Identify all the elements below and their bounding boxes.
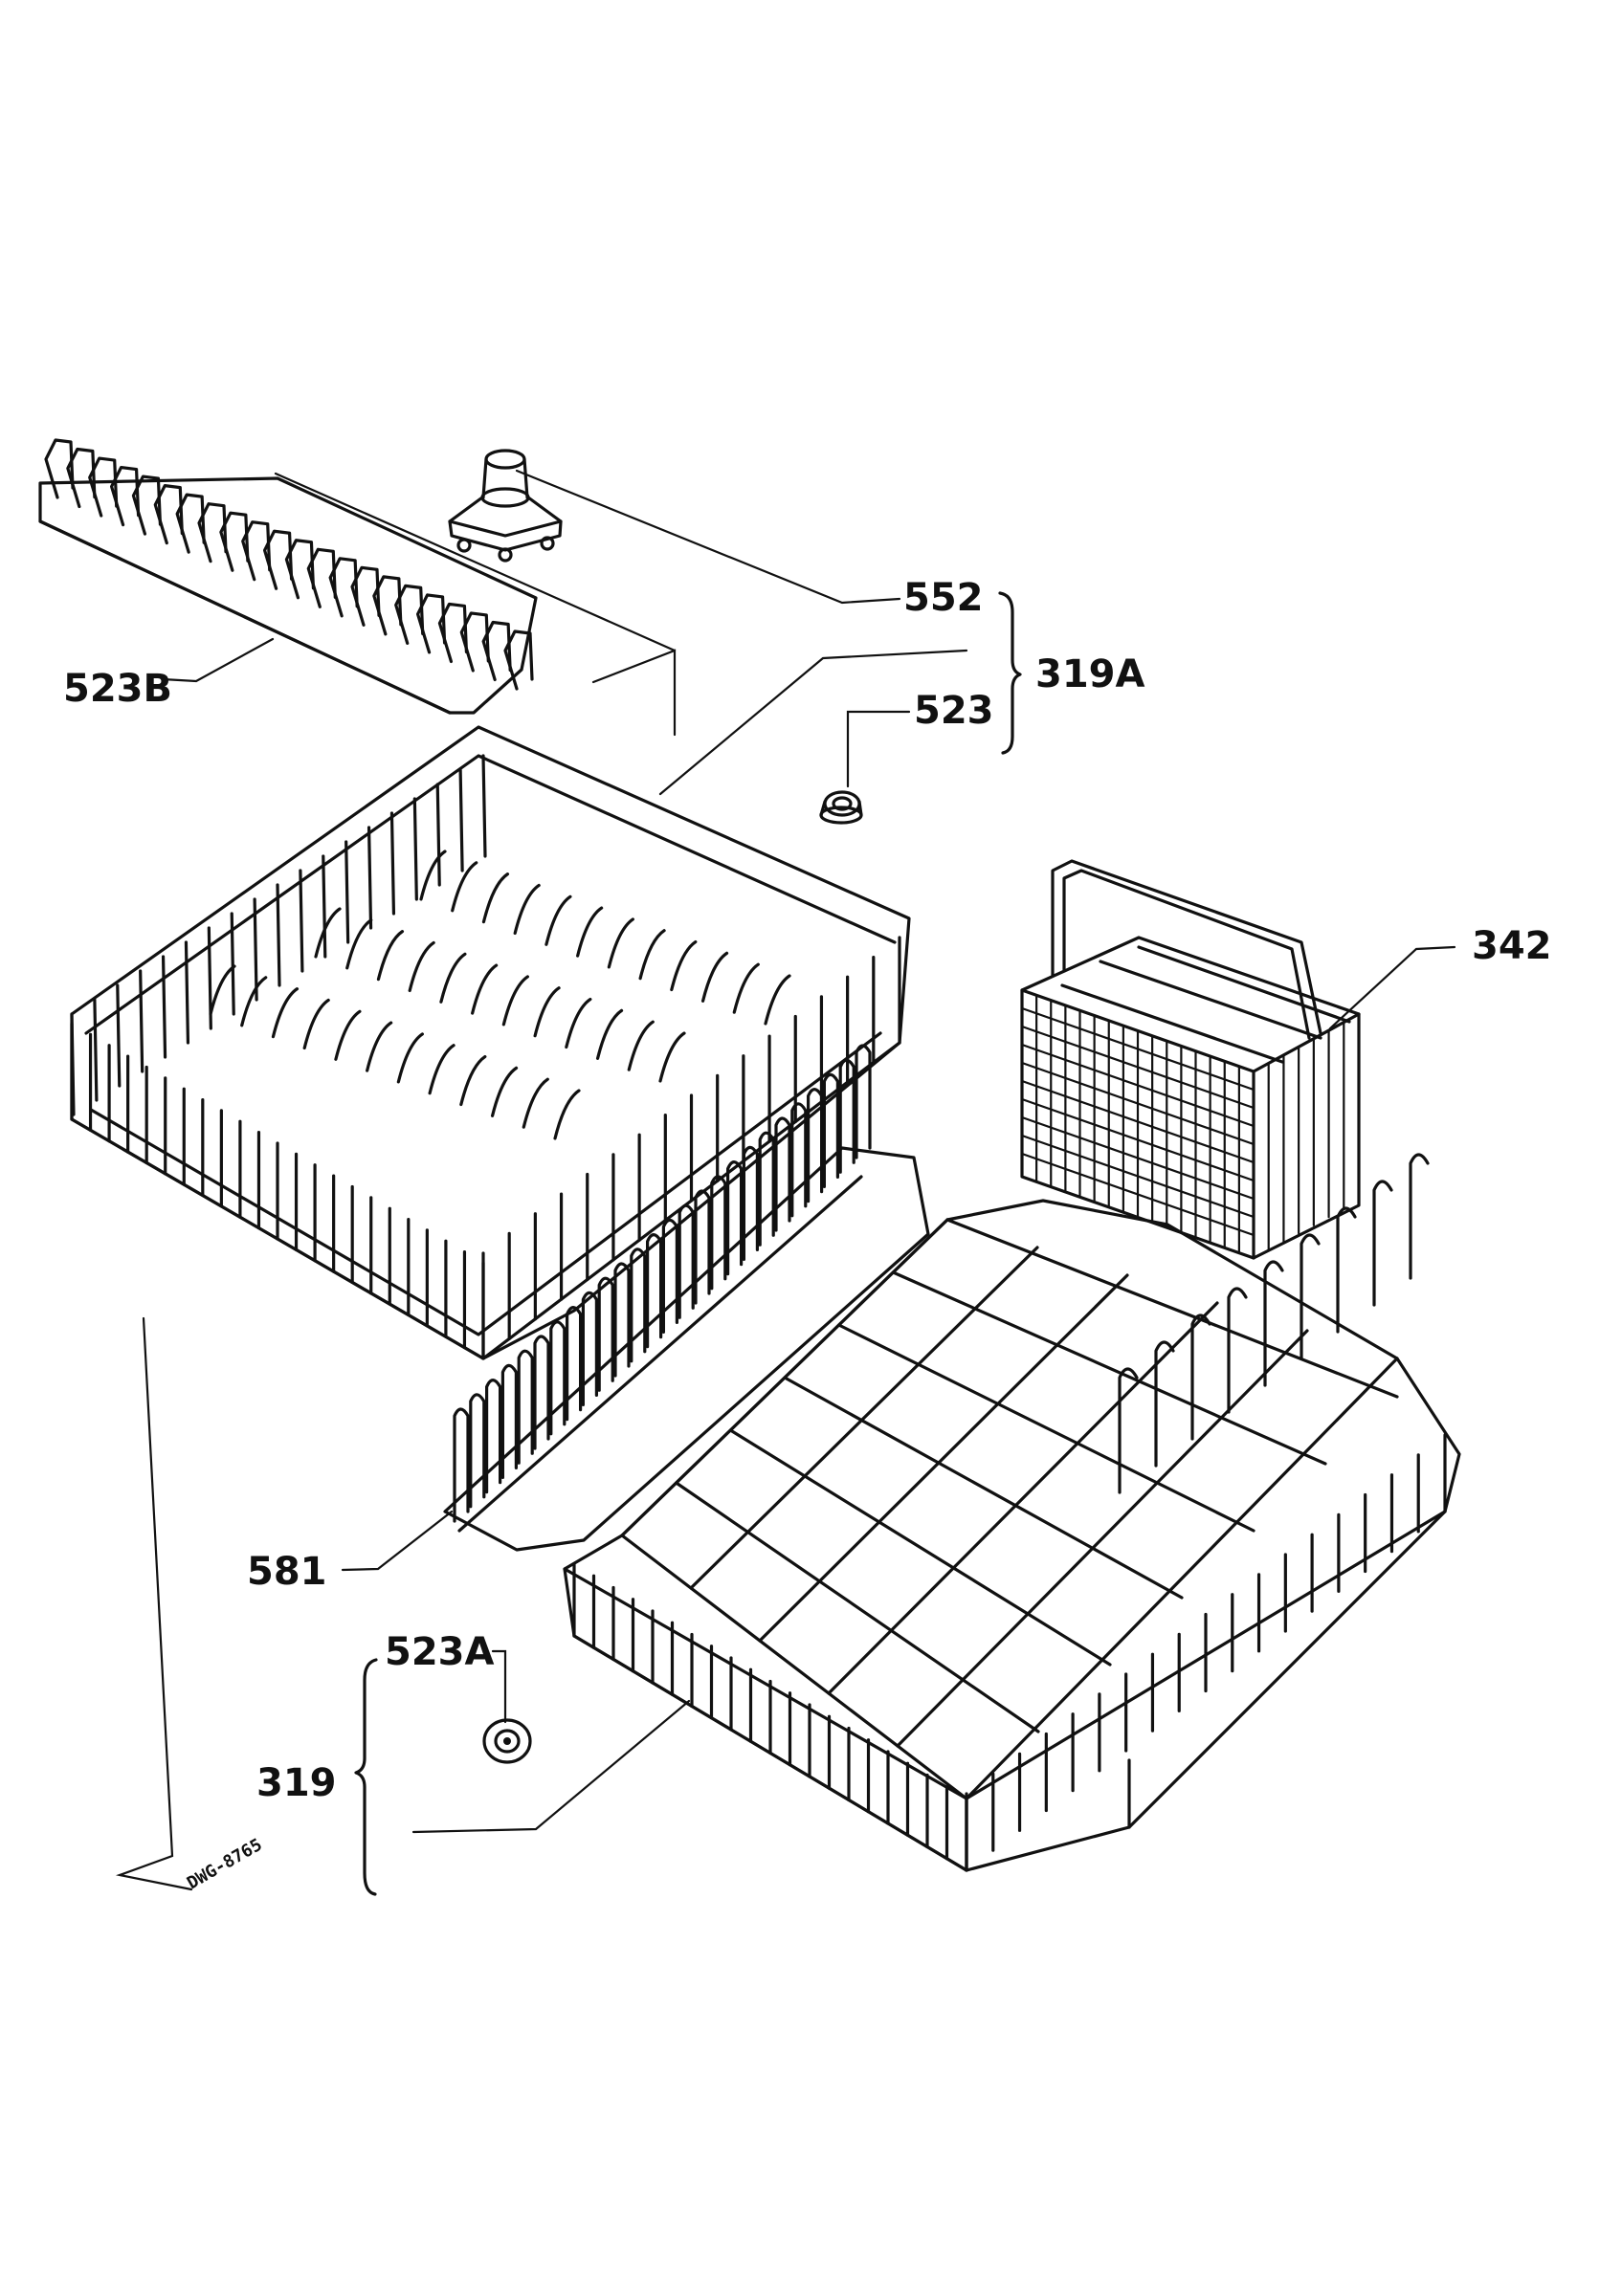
label-523a: 523A	[385, 1630, 494, 1674]
label-342: 342	[1472, 924, 1552, 968]
leader-581	[341, 1510, 454, 1572]
part-523a-wheel	[482, 1718, 532, 1764]
part-upper-basket	[70, 725, 911, 1360]
brace-319a	[998, 591, 1022, 755]
label-319: 319	[256, 1761, 337, 1805]
part-523b-plate-rack	[38, 438, 538, 715]
part-lower-basket	[563, 1153, 1461, 1872]
reference-lines	[115, 472, 677, 1891]
leader-523	[846, 710, 911, 788]
part-581-plate-insert	[443, 1044, 930, 1552]
label-523b: 523B	[63, 667, 172, 711]
drawing-code: DWG-8765	[184, 1835, 266, 1894]
part-552-wheel-bracket	[448, 449, 563, 563]
brace-319	[354, 1658, 378, 1896]
label-319a: 319A	[1035, 652, 1144, 696]
leader-523b	[161, 637, 275, 683]
part-342-cutlery-basket	[1020, 859, 1361, 1260]
leader-lines	[161, 469, 1456, 1834]
part-523-wheel	[819, 790, 863, 825]
label-552: 552	[903, 576, 984, 620]
leader-342	[1328, 945, 1456, 1030]
part-labels: 552 319A 523 523B 342 581 523A 319 DWG-8…	[63, 576, 1552, 1893]
leader-523a	[491, 1649, 507, 1724]
leader-319	[411, 1699, 691, 1834]
label-581: 581	[247, 1550, 327, 1594]
braces	[354, 591, 1022, 1896]
leader-552	[515, 469, 901, 605]
label-523: 523	[914, 689, 994, 733]
leader-319a	[658, 649, 968, 796]
